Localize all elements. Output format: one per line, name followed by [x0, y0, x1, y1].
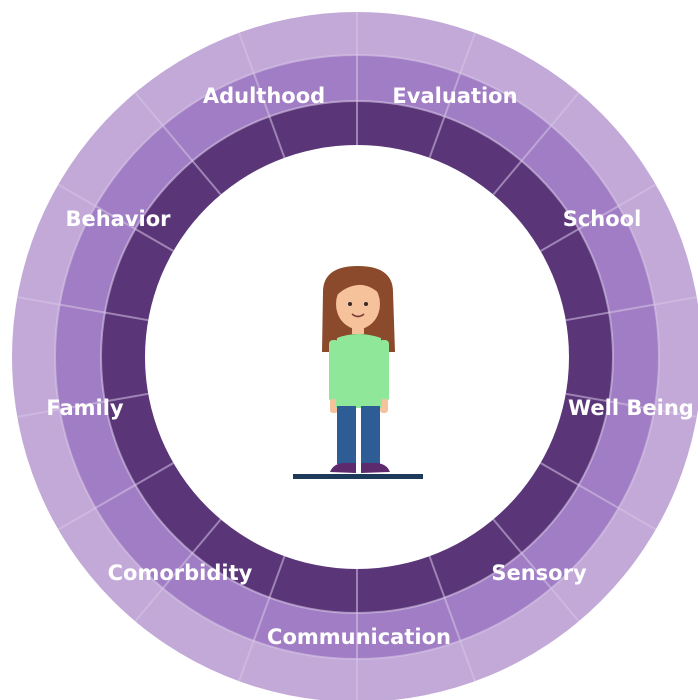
- segment-divider: [428, 555, 476, 682]
- segment-divider: [57, 183, 174, 252]
- segment-divider: [57, 462, 174, 531]
- segment-divider: [238, 32, 286, 159]
- segment-labels: Adulthood Evaluation School Well Being S…: [46, 84, 693, 649]
- segment-divider: [540, 183, 657, 252]
- segment-divider: [238, 555, 286, 682]
- segment-divider: [134, 92, 222, 196]
- ring-boundary: [54, 54, 660, 660]
- segment-divider: [428, 32, 476, 159]
- segment-label-behavior[interactable]: Behavior: [65, 207, 171, 231]
- segment-label-sensory[interactable]: Sensory: [491, 561, 587, 585]
- segment-divider: [540, 462, 657, 531]
- segment-label-family[interactable]: Family: [46, 396, 124, 420]
- segment-divider: [134, 518, 222, 622]
- segment-dividers: [17, 12, 697, 700]
- segment-label-evaluation[interactable]: Evaluation: [392, 84, 517, 108]
- segment-label-school[interactable]: School: [563, 207, 642, 231]
- segment-label-communication[interactable]: Communication: [267, 625, 451, 649]
- segment-divider: [17, 392, 149, 418]
- segment-divider: [492, 518, 580, 622]
- segment-divider: [565, 296, 697, 322]
- ring-boundary: [100, 100, 614, 614]
- standing-girl-icon: [293, 252, 424, 480]
- segment-divider: [565, 392, 697, 418]
- segment-divider: [17, 296, 149, 322]
- segment-label-adulthood[interactable]: Adulthood: [203, 84, 325, 108]
- segment-divider: [492, 92, 580, 196]
- segment-label-well-being[interactable]: Well Being: [568, 396, 694, 420]
- segment-label-comorbidity[interactable]: Comorbidity: [108, 561, 253, 585]
